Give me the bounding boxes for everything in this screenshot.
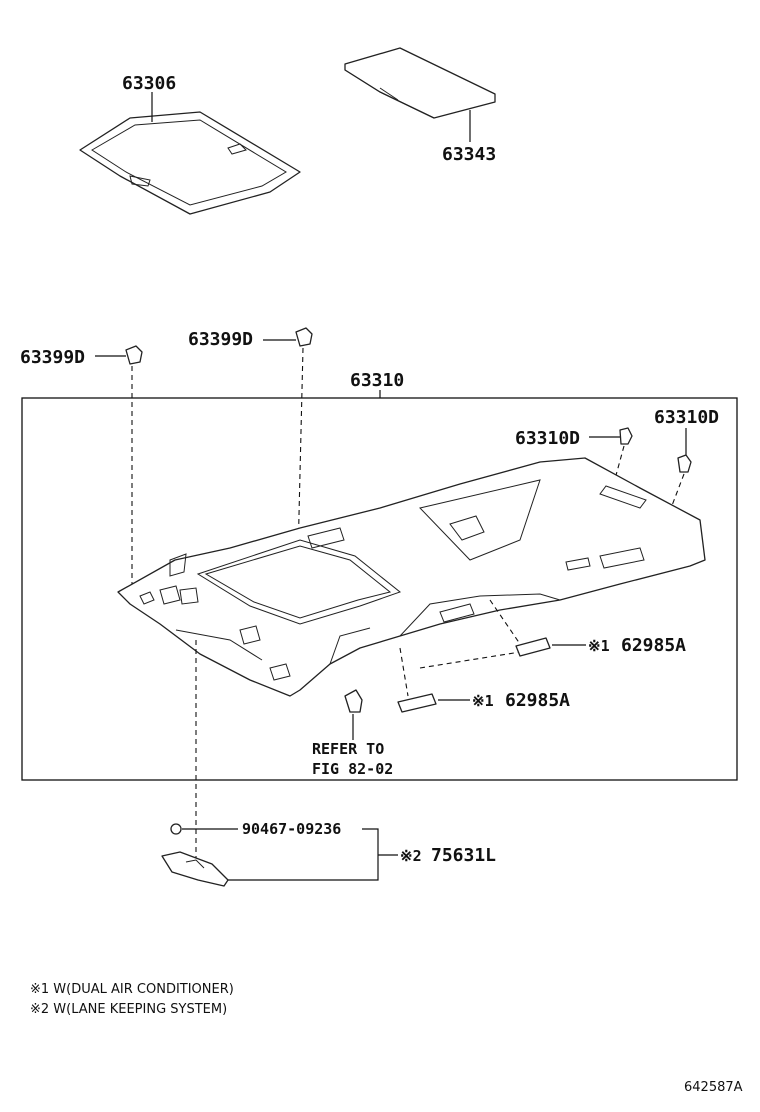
clip-center-drawing xyxy=(295,327,313,347)
refer-bracket-drawing xyxy=(344,689,363,713)
headliner-drawing xyxy=(117,457,706,697)
headliner-part-number: 63310 xyxy=(350,370,404,391)
lamp-lower-mark: ※1 xyxy=(472,692,494,710)
lamp-upper-drawing xyxy=(515,637,551,657)
cover-part-number: 75631L xyxy=(431,845,496,866)
lamp-upper-part-number: 62985A xyxy=(621,635,686,656)
sunshade-panel-drawing xyxy=(79,111,301,215)
clip-center-part-number: 63399D xyxy=(188,329,253,350)
lamp-upper-mark: ※1 xyxy=(588,637,610,655)
pad-part-number: 63343 xyxy=(442,144,496,165)
cover-detail xyxy=(185,859,205,869)
clip-left-drawing xyxy=(125,345,143,365)
pad-drawing xyxy=(344,47,496,119)
cover-bracket-leader xyxy=(228,828,398,881)
footnote-2: ※2 W(LANE KEEPING SYSTEM) xyxy=(30,1002,227,1017)
cover-drawing xyxy=(161,851,229,887)
drawing-code: 642587A xyxy=(684,1080,743,1095)
clip-right-a-drawing xyxy=(619,427,633,445)
headliner-group-frame xyxy=(21,397,738,781)
footnote-1: ※1 W(DUAL AIR CONDITIONER) xyxy=(30,982,234,997)
sunshade-part-number: 63306 xyxy=(122,73,176,94)
clip-left-part-number: 63399D xyxy=(20,347,85,368)
lamp-lower-drawing xyxy=(397,693,437,713)
cover-mark: ※2 xyxy=(400,847,422,865)
refer-text-line1: REFER TO xyxy=(312,740,384,758)
screw-drawing xyxy=(170,823,182,835)
clip-right-a-part-number: 63310D xyxy=(515,428,580,449)
refer-text-line2: FIG 82-02 xyxy=(312,760,393,778)
clip-right-b-part-number: 63310D xyxy=(654,407,719,428)
clip-right-b-drawing xyxy=(677,454,692,473)
screw-part-number: 90467-09236 xyxy=(242,820,341,838)
lamp-lower-part-number: 62985A xyxy=(505,690,570,711)
lamp-cross-dashline xyxy=(419,651,521,669)
lamp-lower-dashline xyxy=(399,647,409,697)
